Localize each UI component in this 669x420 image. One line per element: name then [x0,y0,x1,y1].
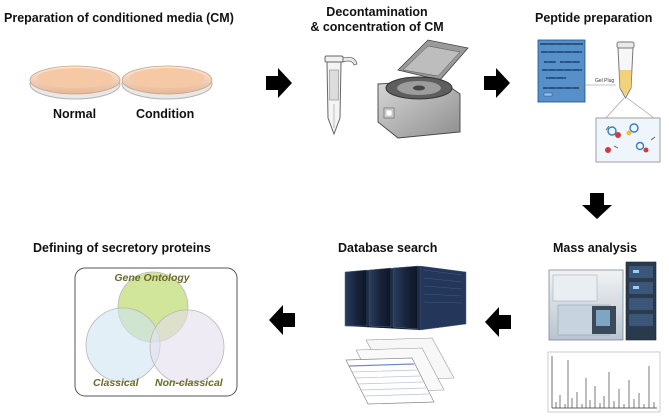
arrow-right-icon [484,68,510,98]
arrow-left-icon [269,305,295,335]
step4-title: Mass analysis [553,241,637,255]
step2-title-line1: Decontamination [326,5,427,19]
petri-dish-normal [29,65,121,100]
petri-dish-condition [121,65,213,100]
mass-spectrum-icon [547,351,661,413]
sds-gel-icon [537,39,586,103]
server-rack-icon [344,265,467,331]
venn-label-non-classical: Non-classical [155,377,224,389]
venn-label-classical: Classical [93,377,140,389]
microtube-icon [616,41,635,100]
venn-diagram [85,271,225,385]
digestion-callout-icon [595,117,661,163]
media-fill [129,68,205,88]
gel-plug-label: Gel Plug [595,78,614,84]
venn-circle-non-classical [149,309,225,385]
venn-label-gene-ontology: Gene Ontology [114,272,190,284]
media-fill [37,68,113,88]
dish-condition-label: Condition [136,107,194,121]
result-sheets-icon [345,337,455,405]
step1-title: Preparation of conditioned media (CM) [4,11,234,25]
step6-title: Defining of secretory proteins [33,241,211,255]
arrow-right-icon [266,68,292,98]
step5-title: Database search [338,241,437,255]
mass-spectrometer-icon [548,261,657,341]
venn-circle-classical [85,307,161,383]
dish-normal-label: Normal [53,107,96,121]
arrow-down-icon [582,193,612,219]
step2-title-line2: & concentration of CM [310,20,443,34]
filter-tube-icon [324,55,358,136]
arrow-left-icon [485,307,511,337]
centrifuge-icon [377,39,469,139]
step3-title: Peptide preparation [535,11,652,25]
